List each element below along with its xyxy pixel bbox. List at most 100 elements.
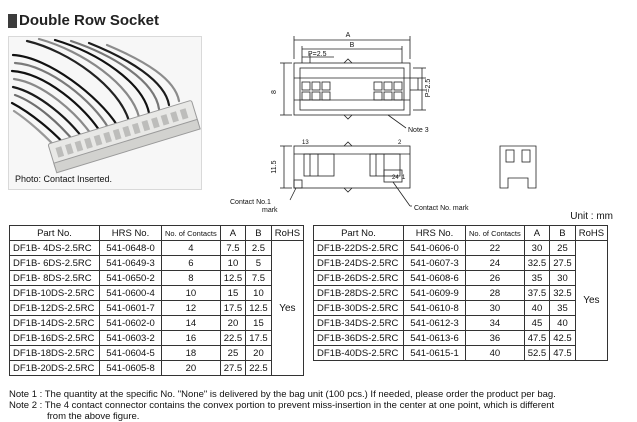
cell-part-no: DF1B-24DS-2.5RC [313,255,404,271]
cell-hrs-no: 541-0648-0 [99,240,162,256]
photo-cable-illustration [10,37,201,174]
cell-a: 20 [219,315,247,331]
cell-contacts: 16 [161,330,221,346]
cell-contacts: 30 [465,300,525,316]
cell-b: 27.5 [549,255,576,271]
cell-b: 2.5 [245,240,272,256]
footnotes: Note 1 : The quantity at the specific No… [9,389,633,422]
dim-b-label: B [350,42,355,49]
unit-label: Unit : mm [570,211,613,222]
note-1: Note 1 : The quantity at the specific No… [9,389,556,400]
cell-hrs-no: 541-0606-0 [403,240,466,256]
cell-hrs-no: 541-0600-4 [99,285,162,301]
header-part-no: Part No. [9,225,100,241]
cell-a: 15 [219,285,247,301]
cell-contacts: 28 [465,285,525,301]
cell-part-no: DF1B-22DS-2.5RC [313,240,404,256]
cell-a: 17.5 [219,300,247,316]
cell-hrs-no: 541-0605-8 [99,360,162,376]
cell-b: 10 [245,285,272,301]
cell-b: 42.5 [549,330,576,346]
cell-a: 35 [523,270,551,286]
cell-contacts: 22 [465,240,525,256]
cell-hrs-no: 541-0609-9 [403,285,466,301]
cell-part-no: DF1B-16DS-2.5RC [9,330,100,346]
cell-contacts: 18 [161,345,221,361]
cell-a: 45 [523,315,551,331]
product-photo: Photo: Contact Inserted. [8,36,202,190]
cell-contacts: 20 [161,360,221,376]
cell-contacts: 40 [465,345,525,361]
cell-b: 40 [549,315,576,331]
marker-13-label: 13 [302,140,309,146]
header-a: A [219,225,247,241]
cell-a: 12.5 [219,270,247,286]
photo-caption: Photo: Contact Inserted. [15,174,113,184]
cell-hrs-no: 541-0603-2 [99,330,162,346]
cell-hrs-no: 541-0601-7 [99,300,162,316]
cell-part-no: DF1B-40DS-2.5RC [313,345,404,361]
note-2: Note 2 : The 4 contact connector contain… [9,400,555,411]
cell-rohs: Yes [270,240,305,376]
cell-b: 5 [245,255,272,271]
cell-b: 15 [245,315,272,331]
parts-table-left: Part No. HRS No. No. of Contacts A B RoH… [9,225,305,376]
cell-b: 47.5 [549,345,576,361]
header-hrs-no: HRS No. [99,225,162,241]
cell-part-no: DF1B-34DS-2.5RC [313,315,404,331]
cell-contacts: 10 [161,285,221,301]
header-a: A [523,225,551,241]
cell-b: 17.5 [245,330,272,346]
cell-part-no: DF1B- 4DS-2.5RC [9,240,100,256]
cell-hrs-no: 541-0613-6 [403,330,466,346]
table-header-row: Part No. HRS No. No. of Contacts A B RoH… [9,225,305,241]
cell-hrs-no: 541-0608-6 [403,270,466,286]
cell-b: 20 [245,345,272,361]
cell-hrs-no: 541-0650-2 [99,270,162,286]
header-part-no: Part No. [313,225,404,241]
marker-24-label: 24 [392,175,399,181]
header-b: B [245,225,272,241]
cell-part-no: DF1B-30DS-2.5RC [313,300,404,316]
marker-1-label: 1 [402,175,406,181]
table-header-row: Part No. HRS No. No. of Contacts A B RoH… [313,225,609,241]
cell-b: 12.5 [245,300,272,316]
cell-contacts: 34 [465,315,525,331]
cell-part-no: DF1B-20DS-2.5RC [9,360,100,376]
cell-part-no: DF1B-10DS-2.5RC [9,285,100,301]
cell-a: 40 [523,300,551,316]
cell-hrs-no: 541-0649-3 [99,255,162,271]
header-contacts: No. of Contacts [465,225,525,241]
contact-mark-label: mark [262,207,278,214]
cell-contacts: 36 [465,330,525,346]
cell-contacts: 6 [161,255,221,271]
cell-part-no: DF1B-26DS-2.5RC [313,270,404,286]
cell-hrs-no: 541-0604-5 [99,345,162,361]
cell-a: 47.5 [523,330,551,346]
contact-no1-label: Contact No.1 [230,199,271,206]
header-b: B [549,225,576,241]
cell-part-no: DF1B-12DS-2.5RC [9,300,100,316]
dim-a-label: A [346,32,351,39]
technical-drawing: A B P=2.5 P=2.5 8 11.5 Note 3 24 1 13 2 … [230,32,537,214]
cell-b: 22.5 [245,360,272,376]
cell-b: 7.5 [245,270,272,286]
section-heading: Double Row Socket [8,12,159,29]
heading-square-icon [8,13,17,28]
cell-contacts: 8 [161,270,221,286]
cell-rohs: Yes [574,240,609,361]
